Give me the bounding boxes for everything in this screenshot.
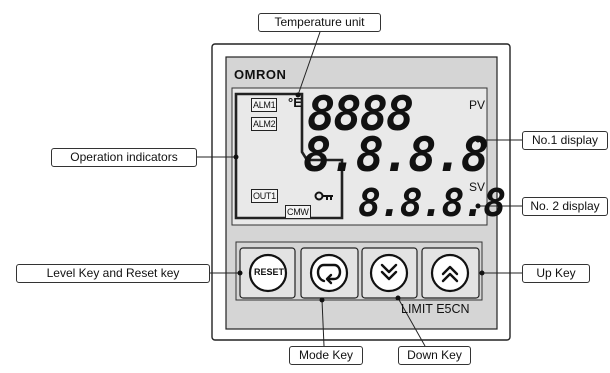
leader-dots [233,92,485,303]
model-label: LIMIT E5CN [401,302,470,316]
mode-key[interactable] [300,247,359,299]
callout-no2-display: No. 2 display [522,197,608,216]
callout-down-key: Down Key [398,346,471,365]
callout-up-key: Up Key [522,264,590,283]
double-chevron-down-icon [380,263,398,281]
pv-label: PV [469,98,486,112]
temperature-unit-symbol: °E [288,95,302,110]
callout-no1-display: No.1 display [522,131,608,150]
indicator-panel-border [234,92,344,220]
callout-level-reset-key: Level Key and Reset key [16,264,210,283]
callout-temperature-unit: Temperature unit [258,13,381,32]
sv-digits: 8.8.8.8 [358,181,506,225]
pv-digits-lower: 8.8.8.8 [303,128,489,183]
indicator-out1: OUT1 [251,189,278,203]
indicator-cmw: CMW [285,205,311,219]
indicator-alm2: ALM2 [251,117,278,131]
leader-lines [196,31,522,347]
down-key[interactable] [361,247,418,299]
up-key[interactable] [421,247,480,299]
callout-operation-indicators: Operation indicators [51,148,197,167]
key-lock-icon [314,191,333,201]
sv-label: SV [469,180,486,194]
brand-logo: OMRON [234,67,287,82]
cycle-arrow-icon [316,263,342,285]
double-chevron-up-icon [441,265,459,283]
callout-mode-key: Mode Key [289,346,363,365]
pv-digits-upper: 8888 [307,87,414,142]
indicator-alm1: ALM1 [251,98,278,112]
reset-key-label: RESET [254,267,285,277]
